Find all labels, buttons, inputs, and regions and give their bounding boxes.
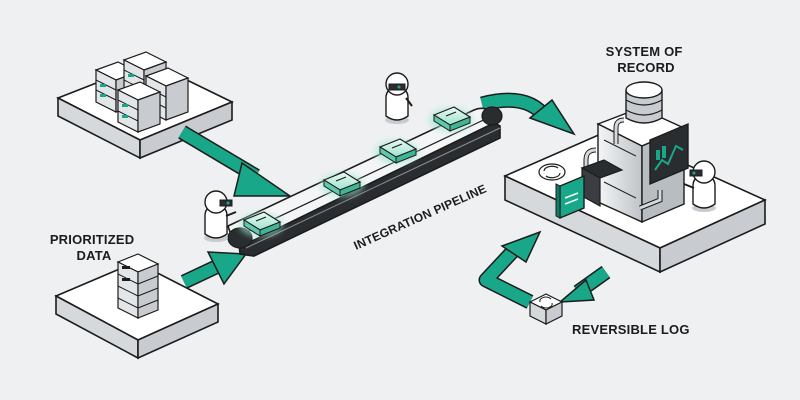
server-stack-d	[116, 81, 162, 133]
data-card-icon	[555, 174, 585, 220]
label-system-of-record: SYSTEM OF RECORD	[606, 44, 687, 75]
data-card-icon	[239, 211, 283, 237]
data-card-icon	[320, 171, 364, 197]
label-prioritized-data-line1: PRIORITIZED	[50, 232, 135, 247]
database-icon	[625, 81, 663, 124]
robot-icon	[204, 190, 237, 242]
label-system-of-record-line1: SYSTEM OF	[606, 44, 683, 59]
data-card-icon	[375, 138, 419, 164]
monitor-icon	[649, 122, 689, 186]
label-prioritized-data: PRIORITIZED DATA	[50, 232, 138, 263]
sync-icon	[538, 163, 566, 181]
sync-icon	[539, 296, 553, 309]
robot-icon	[385, 72, 413, 124]
arrow-pipeline-to-system	[480, 92, 576, 136]
label-prioritized-data-line2: DATA	[77, 248, 112, 263]
arrow-loop-to-log	[557, 265, 611, 303]
arrow-top-to-pipeline	[178, 125, 293, 197]
label-reversible-log: REVERSIBLE LOG	[572, 322, 690, 337]
arrow-log-loop-up	[478, 230, 542, 309]
arrow-bottom-to-pipeline	[180, 251, 248, 289]
reversible-log-block	[528, 293, 564, 325]
server-stack-icon	[116, 253, 160, 319]
data-card-icon	[429, 106, 473, 132]
robot-icon	[683, 160, 716, 212]
server-stack-icon	[94, 51, 190, 133]
label-system-of-record-line2: RECORD	[617, 60, 675, 75]
